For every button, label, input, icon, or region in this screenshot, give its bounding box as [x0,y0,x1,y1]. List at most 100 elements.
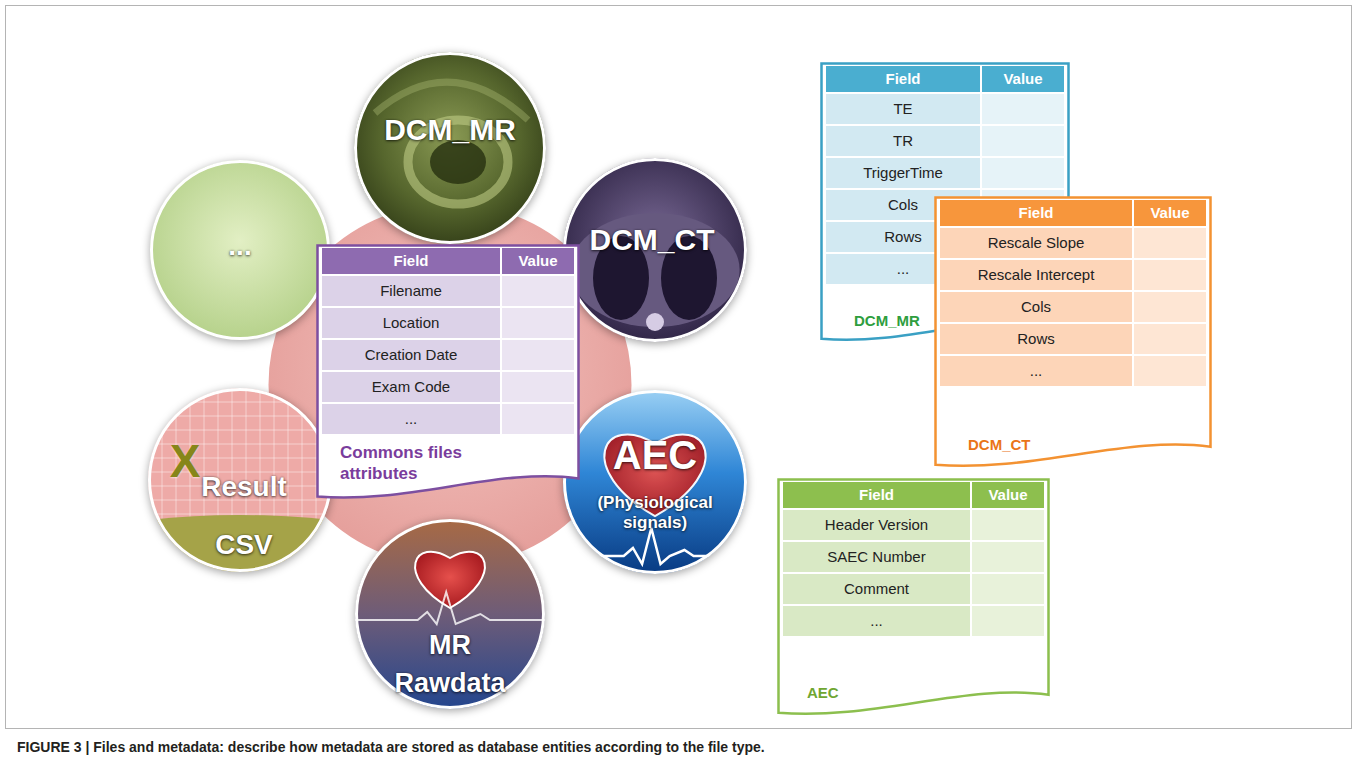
circle-rim [357,521,544,708]
text-slot: Result [174,470,314,504]
field-cell: ... [940,356,1132,386]
circle-label: MR Rawdata [385,626,515,702]
field-cell: Rows [940,324,1132,354]
circle-fill [355,519,545,709]
metadata-card: FieldValueFilenameLocationCreation DateE… [316,244,580,499]
value-cell [1134,356,1206,386]
text-slot: CSV [194,528,294,562]
header-cell: Field [322,248,500,274]
table-row: Filename [322,276,574,306]
figure-caption: FIGURE 3 | Files and metadata: describe … [17,739,1337,755]
metadata-card: FieldValueHeader VersionSAEC NumberComme… [777,478,1050,715]
grid-line [148,514,332,515]
table-header-row: FieldValue [940,200,1206,226]
field-cell: Rescale Slope [940,228,1132,258]
header-cell: Field [826,66,980,92]
grid-line [162,388,163,572]
value-cell [1134,324,1206,354]
table-row: ... [322,404,574,434]
circle-art [355,519,545,709]
value-cell [972,574,1044,604]
circle-rim [565,160,746,341]
grid-line [148,402,332,403]
card-title: AEC [807,684,957,703]
field-cell: Header Version [783,510,970,540]
value-cell [982,158,1064,188]
circle-label: (Physiological signals) [575,493,735,534]
table-row: Creation Date [322,340,574,370]
field-cell: ... [322,404,500,434]
circle-fill [150,160,330,340]
text-slot: (Physiological signals) [575,493,735,534]
metadata-card: FieldValueRescale SlopeRescale Intercept… [934,196,1212,467]
circle-rim [150,390,331,571]
text-slot: ... [180,229,300,263]
file-type-circle: DCM_MR [354,52,546,244]
field-cell: Comment [783,574,970,604]
table-row: Header Version [783,510,1044,540]
table-row: ... [940,356,1206,386]
table-row: Cols [940,292,1206,322]
circle-art [150,160,330,340]
value-cell [502,340,574,370]
field-cell: Location [322,308,500,338]
ct-spine [646,313,664,331]
file-type-circle: AEC (Physiological signals) [563,390,747,574]
table-row: TriggerTime [826,158,1064,188]
grid-line [148,430,332,431]
file-type-circle: ... [150,160,330,340]
table-header-row: FieldValue [322,248,574,274]
file-type-circle: XResultCSV [148,388,332,572]
text-slot: DCM_CT [567,222,737,258]
circle-fill [563,158,747,342]
value-cell [982,126,1064,156]
circle-label: DCM_MR [365,112,535,148]
value-cell [972,542,1044,572]
value-cell [502,308,574,338]
table-row: SAEC Number [783,542,1044,572]
field-cell: Cols [940,292,1132,322]
text-slot: DCM_MR [365,112,535,148]
header-cell: Value [982,66,1064,92]
table-row: Comment [783,574,1044,604]
header-cell: Field [940,200,1132,226]
value-cell [502,404,574,434]
circle-art [563,390,747,574]
table-row: Rescale Slope [940,228,1206,258]
field-cell: Rescale Intercept [940,260,1132,290]
card-border [318,246,579,498]
card-title: DCM_CT [968,436,1118,455]
table-row: Exam Code [322,372,574,402]
ecg-trace [355,592,545,624]
value-cell [1134,228,1206,258]
value-cell [982,94,1064,124]
value-cell [972,510,1044,540]
field-cell: Filename [322,276,500,306]
field-cell: TR [826,126,980,156]
circle-label: Result [174,470,314,504]
table-row: TR [826,126,1064,156]
field-cell: Creation Date [322,340,500,370]
table-row: TE [826,94,1064,124]
value-cell [1134,260,1206,290]
circle-illustration [563,390,747,574]
circle-art [563,158,747,342]
field-cell: Exam Code [322,372,500,402]
circle-art [148,388,332,572]
field-cell: TE [826,94,980,124]
circle-label: AEC [580,431,730,479]
circle-fill [563,390,747,574]
circle-rim [356,54,545,243]
table-header-row: FieldValue [783,482,1044,508]
file-type-circle: MR Rawdata [355,519,545,709]
table-row: Rescale Intercept [940,260,1206,290]
card-border [779,480,1049,714]
circle-rim [152,162,329,339]
table-row: Rows [940,324,1206,354]
value-cell [972,606,1044,636]
table-header-row: FieldValue [826,66,1064,92]
table-row: ... [783,606,1044,636]
circle-label: ... [180,229,300,263]
circle-label: DCM_CT [567,222,737,258]
